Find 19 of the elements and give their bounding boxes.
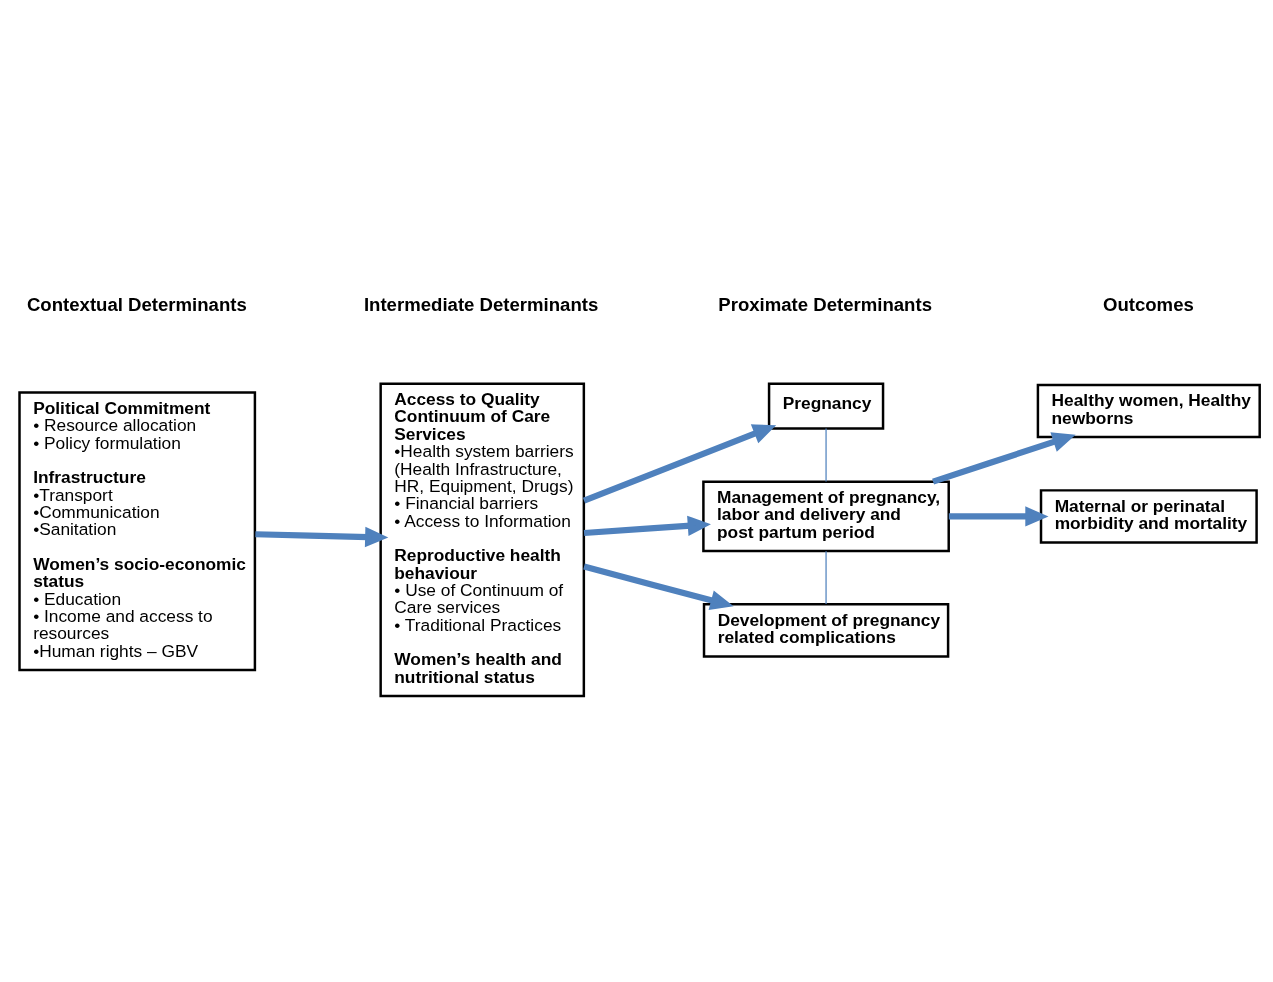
arrow (583, 515, 711, 537)
node-box: Management of pregnancy, labor and delivery and post partum period (702, 480, 950, 553)
arrow (255, 526, 389, 548)
connector (825, 427, 827, 483)
node-box: Maternal or perinatal morbidity and mortality (1039, 489, 1258, 544)
connector (825, 550, 827, 605)
arrow (583, 563, 734, 611)
node-box: Development of pregnancy related complications (702, 603, 950, 658)
node-box: Access to Quality Continuum of Care Services •Health system barriers (Health Infrastructure, HR, Equipment, Drugs) • Financial barriers • Access to Information Reproductive health behaviour • Use of Continuum of Care services • Traditional Practices Women’s health and nutritional status (379, 382, 586, 698)
label: Contextual Determinants (26, 294, 247, 316)
label: Intermediate Determinants (363, 294, 599, 316)
arrow (582, 424, 777, 504)
arrow (948, 506, 1049, 527)
node-box: Healthy women, Healthy newborns (1036, 383, 1261, 439)
node-box: Political Commitment • Resource allocation • Policy formulation Infrastructure •Transport •Communication •Sanitation Women’s socio-economic status • Education • Income and access to resources •Human rights – GBV (18, 391, 257, 672)
label: Outcomes (1102, 294, 1194, 316)
label: Proximate Determinants (718, 294, 932, 316)
node-box: Pregnancy (767, 382, 885, 430)
arrow (932, 432, 1076, 485)
